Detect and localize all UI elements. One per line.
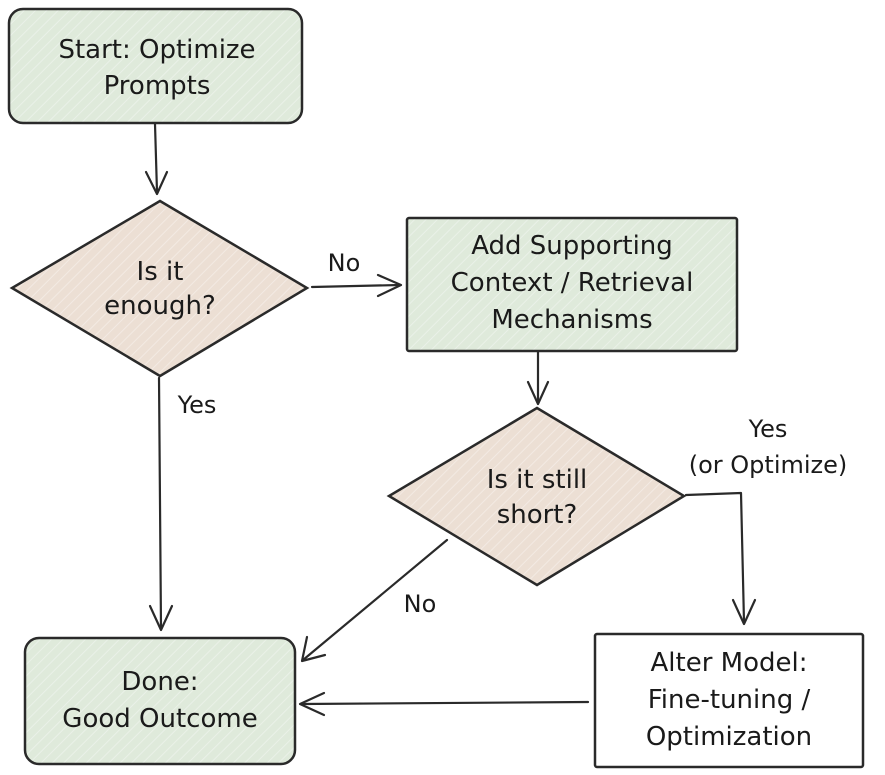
edge-enough-to-done — [148, 376, 174, 632]
node-short-decision: Is it still short? — [386, 406, 687, 587]
node-start: Start: Optimize Prompts — [7, 7, 304, 125]
node-done-line1: Done: — [121, 667, 198, 697]
node-short-line1: Is it still — [487, 465, 588, 495]
node-alter: Alter Model: Fine-tuning / Optimization — [593, 632, 865, 769]
node-context: Add Supporting Context / Retrieval Mecha… — [405, 216, 739, 353]
edge-enough-to-context — [310, 273, 403, 298]
node-done-line2: Good Outcome — [62, 704, 257, 734]
node-enough-line2: enough? — [104, 291, 216, 321]
edge-short-to-done — [300, 538, 449, 663]
node-start-line2: Prompts — [104, 71, 211, 101]
node-context-line3: Mechanisms — [491, 305, 652, 335]
label-short-or-optimize: (or Optimize) — [689, 451, 848, 479]
edge-context-to-short — [526, 350, 550, 406]
node-context-line2: Context / Retrieval — [451, 268, 694, 298]
label-short-no: No — [404, 590, 437, 618]
label-short-yes: Yes — [748, 415, 788, 443]
edge-start-to-enough — [144, 122, 169, 196]
node-alter-line1: Alter Model: — [651, 648, 808, 678]
label-enough-yes: Yes — [177, 391, 217, 419]
node-enough-decision: Is it enough? — [9, 199, 310, 378]
node-short-line2: short? — [497, 500, 578, 530]
node-enough-line1: Is it — [137, 257, 184, 287]
node-start-line1: Start: Optimize — [58, 35, 255, 65]
node-alter-line3: Optimization — [646, 722, 812, 752]
edge-alter-to-done — [298, 691, 590, 717]
node-context-line1: Add Supporting — [471, 231, 673, 261]
node-done: Done: Good Outcome — [23, 636, 297, 766]
label-enough-no: No — [328, 249, 361, 277]
node-alter-line2: Fine-tuning / — [648, 685, 811, 715]
edge-short-to-alter — [684, 491, 757, 626]
